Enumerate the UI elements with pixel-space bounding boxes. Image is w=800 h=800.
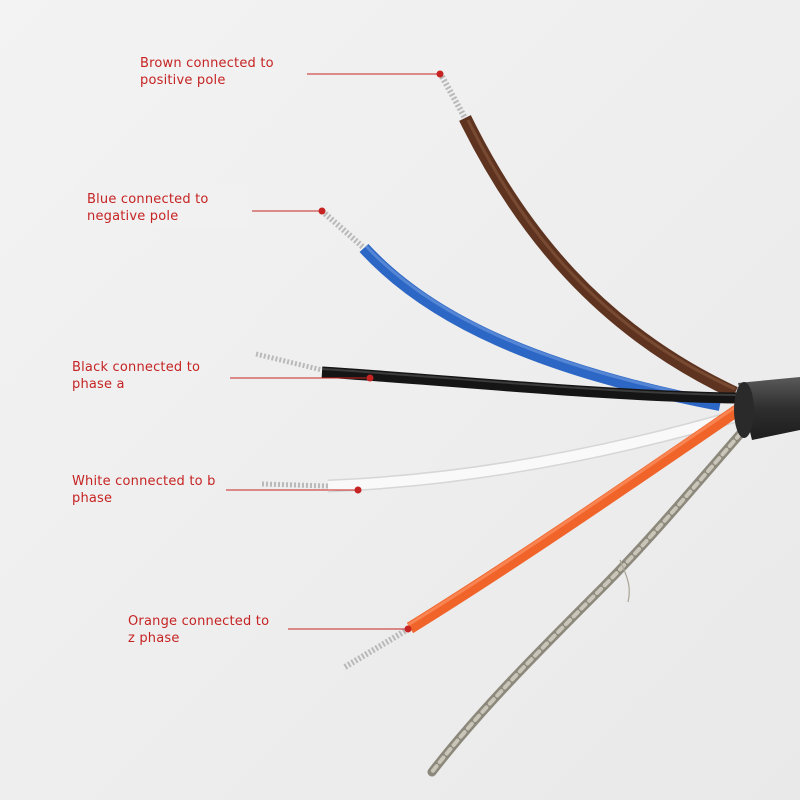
- label-brown-line2: positive pole: [140, 73, 226, 88]
- label-blue-wire: Blue connected to negative pole: [87, 191, 209, 225]
- label-white-line1: White connected to b: [72, 474, 216, 489]
- brown-wire: [437, 71, 738, 399]
- label-blue-line2: negative pole: [87, 209, 179, 224]
- label-orange-wire: Orange connected to z phase: [128, 613, 269, 647]
- label-black-wire: Black connected to phase a: [72, 359, 200, 393]
- label-brown-wire: Brown connected to positive pole: [140, 55, 274, 89]
- label-black-line1: Black connected to: [72, 360, 201, 375]
- label-background-patch: [76, 185, 248, 227]
- black-wire: [255, 351, 739, 404]
- orange-wire: [343, 400, 749, 670]
- leader-lines: [226, 73, 440, 630]
- marker-dots: [318, 70, 444, 633]
- label-blue-line1: Blue connected to: [87, 192, 209, 207]
- label-orange-line2: z phase: [128, 631, 180, 646]
- label-orange-line1: Orange connected to: [128, 614, 270, 629]
- white-wire: [261, 408, 742, 493]
- label-black-line2: phase a: [72, 377, 125, 392]
- shield-braid-wire: [427, 420, 753, 777]
- label-brown-line1: Brown connected to: [140, 56, 274, 71]
- cable-jacket: [734, 377, 800, 440]
- label-white-line2: phase: [72, 491, 113, 506]
- label-white-wire: White connected to b phase: [72, 473, 216, 507]
